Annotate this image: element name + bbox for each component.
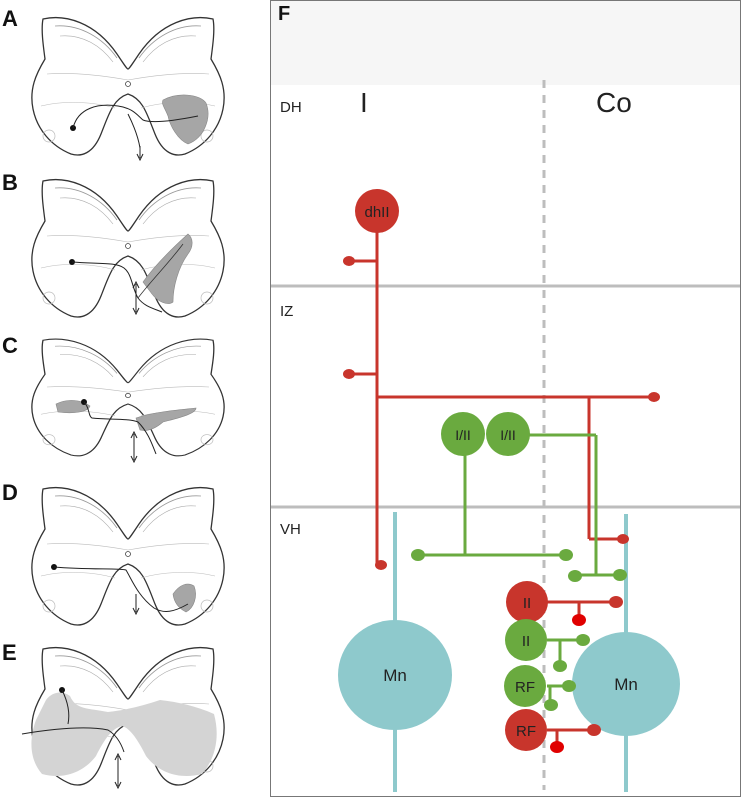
side-label-contra: Co [596,87,632,118]
i-ii-left-label: I/II [455,427,471,443]
ii-red-label: II [523,595,531,612]
top-band [271,1,740,85]
panel-label-c: C [2,333,18,358]
shaded-region-2 [135,407,197,431]
panel-f-diagram: F DH IZ VH I Co Mn Mn dhII I/II [270,0,741,797]
mn-right-soma [572,632,680,736]
panel-label-b: B [2,170,18,195]
shaded-region [31,692,217,776]
rf-green-label: RF [515,679,535,696]
panel-label-a: A [2,6,18,31]
ii-green-neuron [505,619,590,672]
mn-left-soma [338,620,452,730]
mn-left-label: Mn [383,666,407,685]
dhii-label: dhII [364,204,389,221]
cord-section-e [21,646,225,790]
cord-section-d [31,486,225,626]
mn-right-label: Mn [614,675,638,694]
cord-section-c [31,338,225,464]
shaded-region [162,94,209,145]
rf-green-neuron [504,665,576,711]
panel-label-f: F [278,3,290,25]
i-ii-right-label: I/II [500,427,516,443]
zone-label-dh: DH [280,99,302,116]
shaded-region [142,233,193,304]
cord-section-a [31,16,225,162]
i-ii-right-neuron [486,412,627,582]
ii-green-label: II [522,633,530,650]
panel-label-d: D [2,480,18,505]
zone-label-iz: IZ [280,303,293,320]
shaded-region [172,583,196,613]
ii-red-neuron [506,581,623,626]
dhii-neuron [343,189,660,570]
side-label-ipsi: I [360,87,368,118]
zone-label-vh: VH [280,521,301,538]
cord-section-b [31,178,225,318]
rf-red-neuron [505,709,601,753]
panel-label-e: E [2,640,17,665]
rf-red-label: RF [516,723,536,740]
i-ii-left-neuron [411,412,573,561]
